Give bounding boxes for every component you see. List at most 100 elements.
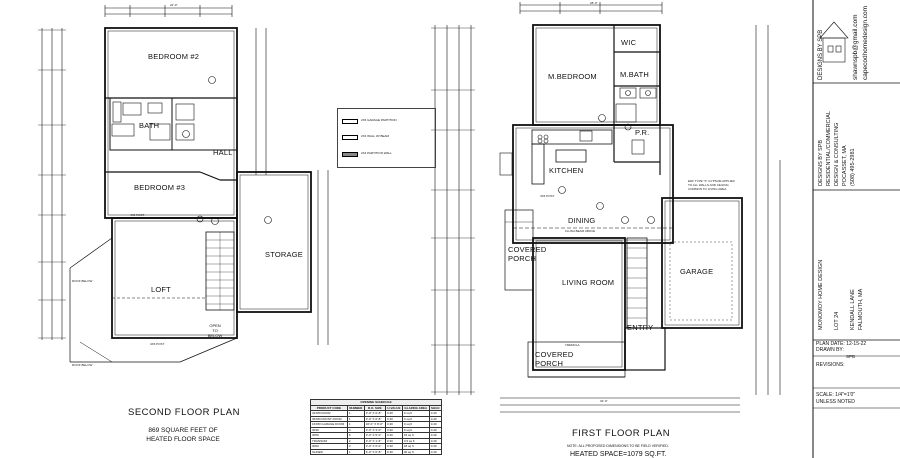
unless-noted-label: UNLESS NOTED: [816, 399, 855, 405]
room-master-bedroom: M.BEDROOM: [548, 72, 597, 81]
firm-line: (508) 495-2981: [850, 148, 856, 186]
drawn-by-label: DRAWN BY:: [816, 347, 844, 353]
schedule-cell: 0.40: [428, 415, 443, 422]
drawn-by-initials: SPB: [846, 354, 856, 359]
schedule-cell: 0.40: [428, 432, 443, 439]
schedule-cell: SLIDER: [310, 448, 348, 455]
legend-swatch-garage: [342, 119, 358, 124]
schedule-cell: 3'-0" X 6'-8": [363, 410, 386, 417]
second-floor-title: SECOND FLOOR PLAN: [128, 407, 240, 418]
title-block-website: capecodhomedesign.com: [862, 5, 869, 80]
firm-line: POCASSET, MA: [842, 145, 848, 186]
schedule-cell: 3'-0" X 3'-0": [363, 426, 386, 433]
room-entry: ENTRY: [627, 323, 654, 332]
svg-text:TREMOLA: TREMOLA: [565, 343, 580, 347]
house-logo-icon: [819, 21, 849, 63]
room-wic: WIC: [621, 38, 637, 47]
svg-text:EDF TYPE "X" GYPSUM APPLIED: EDF TYPE "X" GYPSUM APPLIED: [688, 179, 736, 183]
svg-text:ROOF BELOW: ROOF BELOW: [72, 363, 93, 367]
svg-text:ROOF BELOW: ROOF BELOW: [72, 279, 93, 283]
open-to-below-label: OPEN TO BELOW: [207, 323, 223, 338]
room-bath-upper: BATH: [139, 121, 160, 130]
firm-line: DESIGN & CONSULTING: [834, 122, 840, 186]
schedule-cell: 3'-0" X 6'-0": [363, 443, 386, 450]
svg-text:TO ALL WALLS AND CEILING: TO ALL WALLS AND CEILING: [688, 183, 729, 187]
wall-legend: 2X6 GARAGE PARTITION 2X4 WALL W/ BEAM 2X…: [337, 108, 436, 168]
schedule-cell: 0.40: [428, 437, 443, 444]
schedule-header: R.O. SIZE: [363, 404, 386, 411]
schedule-cell: 16X80 GARAGE DOOR: [310, 421, 348, 428]
room-bedroom-3: BEDROOM #3: [134, 183, 186, 192]
room-bedroom-2: BEDROOM #2: [148, 52, 200, 61]
svg-text:4X6 POST: 4X6 POST: [540, 194, 555, 198]
room-living-room: LIVING ROOM: [562, 278, 615, 287]
revisions-label: REVISIONS:: [816, 362, 845, 368]
svg-text:28'-0": 28'-0": [590, 1, 598, 5]
svg-text:4X6 POST: 4X6 POST: [150, 342, 165, 346]
schedule-cell: 0.30: [384, 448, 403, 455]
firm-line: DESIGNS BY SPB: [818, 139, 824, 186]
schedule-header: NUMBER: [346, 404, 365, 411]
schedule-cell: 0.40: [428, 448, 443, 455]
schedule-header: U-VALUE: [384, 404, 403, 411]
room-dining: DINING: [568, 216, 596, 225]
project-line: MONOMOY HOME DESIGN: [818, 259, 824, 330]
first-floor-heated-area: HEATED SPACE=1079 SQ.FT.: [570, 451, 667, 458]
room-covered-porch-front: COVERED PORCH: [535, 350, 574, 368]
project-line: KENDALL LANE: [850, 289, 856, 330]
second-floor-area-line2: HEATED FLOOR SPACE: [146, 436, 220, 443]
opening-schedule-table: OPENING SCHEDULE PRODUCT CODE NUMBER R.O…: [310, 399, 443, 455]
room-kitchen: KITCHEN: [549, 166, 584, 175]
room-loft: LOFT: [151, 285, 171, 294]
firm-line: RESIDENTIAL/COMMERCIAL: [826, 111, 832, 186]
schedule-cell: 40 sq ft: [401, 448, 430, 455]
legend-swatch-beam: [342, 135, 358, 140]
legend-item-partition-wall: 2X4 PARTITION WALL: [361, 151, 392, 155]
svg-text:FLUSH BEAM ABOVE: FLUSH BEAM ABOVE: [565, 229, 595, 233]
schedule-cell: 6'-0" X 6'-8": [363, 448, 386, 455]
second-floor-area-line1: 869 SQUARE FEET OF: [148, 427, 218, 434]
schedule-cell: 0.40: [428, 426, 443, 433]
svg-text:COMMON TO LIVING AREA: COMMON TO LIVING AREA: [688, 187, 726, 191]
svg-text:24'-0": 24'-0": [170, 3, 178, 7]
room-storage: STORAGE: [265, 250, 303, 259]
room-master-bath: M.BATH: [620, 70, 649, 79]
title-block-brand: DESIGNS BY SPB: [818, 29, 824, 80]
plan-date: PLAN DATE: 12-15-22: [816, 341, 867, 347]
room-powder-room: P.R.: [635, 128, 650, 137]
schedule-cell: 0.40: [428, 421, 443, 428]
room-covered-porch-side: COVERED PORCH: [508, 245, 547, 263]
legend-item-garage-partition: 2X6 GARAGE PARTITION: [361, 118, 397, 122]
schedule-cell: 1: [346, 448, 365, 455]
room-garage: GARAGE: [680, 267, 714, 276]
schedule-header: GLAZING AREA: [401, 404, 430, 411]
schedule-cell: 3'-0" X 1'-6": [363, 437, 386, 444]
schedule-cell: 36X80 FRONT DOOR: [310, 415, 348, 422]
project-line: LOT 24: [834, 311, 840, 330]
first-floor-title: FIRST FLOOR PLAN: [572, 428, 671, 439]
schedule-cell: 0.40: [428, 410, 443, 417]
schedule-header: SHGC: [428, 404, 443, 411]
room-hall: HALL: [213, 148, 233, 157]
schedule-title: OPENING SCHEDULE: [310, 399, 442, 406]
schedule-cell: 3'-0" X 6'-8": [363, 415, 386, 422]
schedule-cell: 0.40: [428, 443, 443, 450]
svg-text:4X6 POST: 4X6 POST: [130, 213, 145, 217]
project-line: FALMOUTH, MA: [858, 288, 864, 330]
legend-swatch-partition: [342, 152, 358, 157]
svg-text:32'-0": 32'-0": [600, 399, 608, 403]
first-floor-note: NOTE: ALL PROPOSED DIMENSIONS TO BE FIEL…: [567, 444, 669, 448]
schedule-cell: 3'-0" X 5'-0": [363, 432, 386, 439]
title-block-email: shawnspb@gmail.com: [852, 14, 859, 81]
scale-label: SCALE: 1/4"=1'0": [816, 392, 856, 398]
